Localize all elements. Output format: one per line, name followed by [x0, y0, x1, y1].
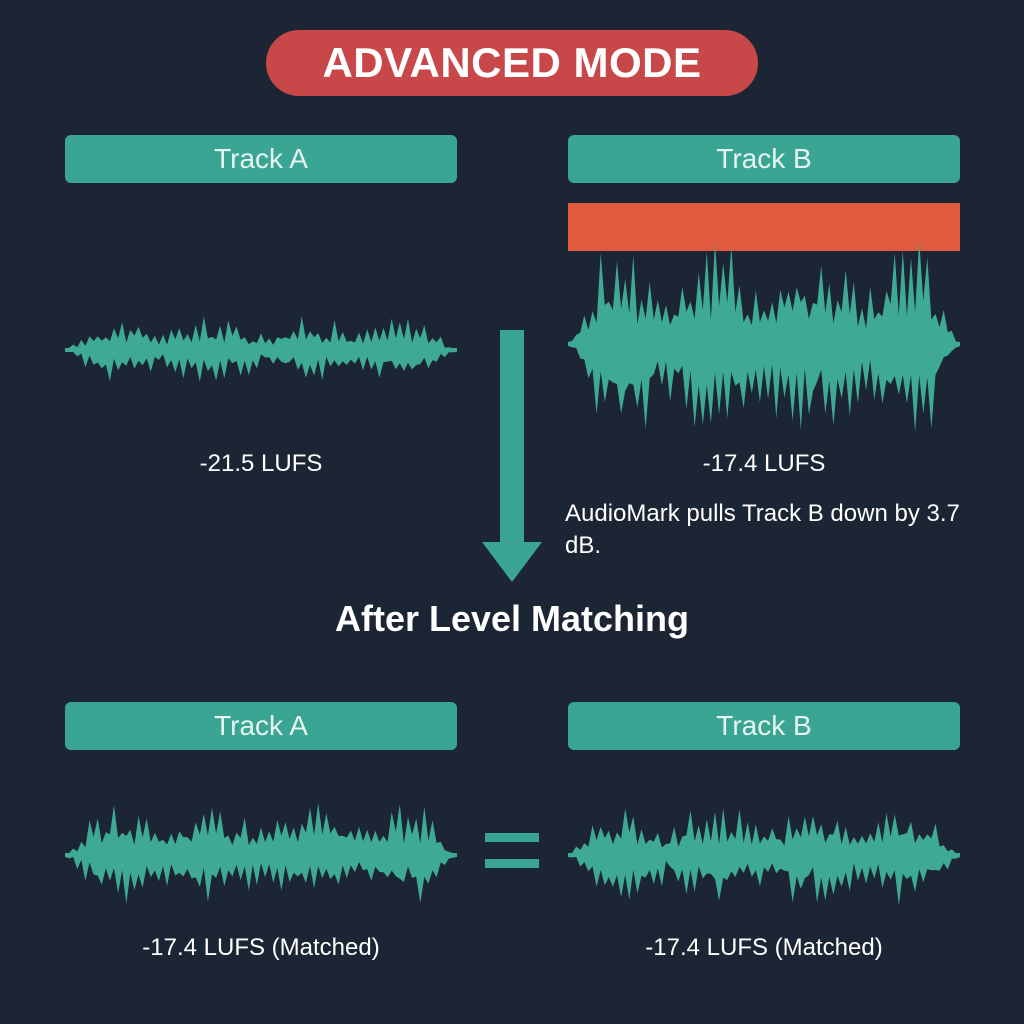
before-track-b-label: Track B — [716, 143, 812, 174]
before-track-a-label: Track A — [214, 143, 308, 174]
after-track-b-header: Track B — [568, 702, 960, 750]
before-track-a-lufs: -21.5 LUFS — [199, 450, 323, 477]
badge-label: ADVANCED MODE — [322, 39, 702, 86]
before-track-a-waveform — [65, 316, 457, 382]
before-track-a-header: Track A — [65, 135, 457, 183]
advanced-mode-badge: ADVANCED MODE — [266, 30, 758, 96]
after-level-matching-heading: After Level Matching — [334, 598, 690, 639]
after-track-a-header: Track A — [65, 702, 457, 750]
after-track-a-lufs: -17.4 LUFS (Matched) — [142, 934, 380, 961]
clipping-indicator — [568, 203, 960, 251]
after-track-a-label: Track A — [214, 710, 308, 741]
before-track-b-header: Track B — [568, 135, 960, 183]
equals-icon — [485, 833, 539, 868]
after-track-b-waveform — [568, 808, 960, 906]
after-track-b-lufs: -17.4 LUFS (Matched) — [645, 934, 883, 961]
before-track-b-waveform — [568, 240, 960, 432]
down-arrow-icon — [482, 330, 542, 582]
after-track-a-waveform — [65, 802, 457, 905]
level-adjust-note: AudioMark pulls Track B down by 3.7 dB. — [565, 500, 960, 559]
after-track-b-label: Track B — [716, 710, 812, 741]
before-track-b-lufs: -17.4 LUFS — [702, 450, 826, 477]
